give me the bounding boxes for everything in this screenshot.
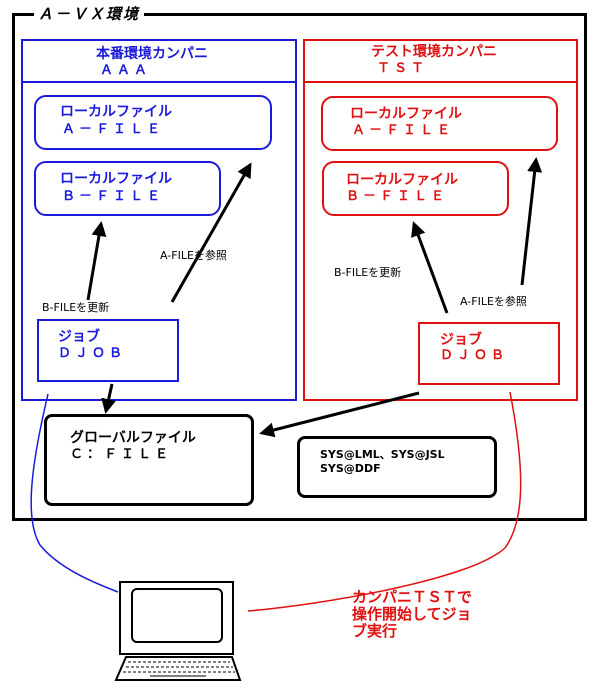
global-file-label: グローバルファイル: [70, 430, 196, 446]
test-b-file-box: [322, 161, 509, 216]
test-company-panel: [303, 39, 578, 401]
terminal-computer: [114, 581, 242, 681]
system-files-box: [297, 436, 497, 498]
test-a-file-label: ローカルファイル: [350, 106, 462, 122]
system-files-line1: SYS@LML、SYS@JSL: [320, 448, 445, 461]
test-a-file-box: [321, 96, 558, 151]
environment-container: [12, 13, 587, 521]
prod-b-file-box: [34, 161, 221, 216]
test-b-file-name: Ｂ－ＦＩＬＥ: [346, 189, 449, 204]
environment-title: Ａ－ＶＸ環境: [34, 7, 145, 22]
test-job-name: ＤＪＯＢ: [440, 348, 509, 363]
prod-a-file-name: Ａ－ＦＩＬＥ: [62, 122, 165, 137]
test-job-box: [418, 322, 560, 385]
test-update-b-label: B-FILEを更新: [334, 266, 402, 279]
annotation-line1: カンパニＴＳＴで: [352, 588, 473, 606]
test-job-to-global-arrow: [259, 391, 420, 438]
test-terminal-connector: [247, 391, 522, 612]
prod-a-file-box: [34, 95, 272, 150]
test-b-file-label: ローカルファイル: [346, 172, 458, 188]
global-file-name: Ｃ：ＦＩＬＥ: [70, 447, 173, 462]
prod-job-to-global-arrow: [101, 383, 116, 414]
global-file-box: [44, 414, 254, 506]
annotation-line3: ブ実行: [352, 622, 398, 640]
test-company-title: テスト環境カンパニ: [371, 44, 497, 60]
annotation-line2: 操作開始してジョ: [352, 605, 472, 623]
system-files-line2: SYS@DDF: [320, 462, 381, 475]
prod-job-label: ジョブ: [58, 329, 100, 345]
test-ref-a-arrow: [520, 157, 543, 286]
prod-company-panel: [21, 39, 297, 401]
test-job-label: ジョブ: [440, 332, 482, 348]
prod-b-file-label: ローカルファイル: [60, 171, 172, 187]
prod-job-box: [37, 319, 179, 382]
test-update-b-arrow: [411, 221, 449, 314]
test-ref-a-label: A-FILEを参照: [460, 295, 527, 308]
prod-update-b-label: B-FILEを更新: [42, 301, 110, 314]
prod-ref-a-label: A-FILEを参照: [160, 249, 227, 262]
prod-company-code: ＡＡＡ: [100, 63, 152, 78]
test-a-file-name: Ａ－ＦＩＬＥ: [352, 123, 455, 138]
prod-a-file-label: ローカルファイル: [60, 104, 172, 120]
prod-company-header-divider: [21, 81, 297, 83]
prod-company-title: 本番環境カンパニ: [96, 46, 208, 62]
prod-job-name: ＤＪＯＢ: [58, 346, 127, 361]
prod-terminal-connector: [30, 393, 119, 593]
terminal-keyboard: [114, 656, 242, 681]
test-company-code: ＴＳＴ: [377, 61, 429, 76]
prod-b-file-name: Ｂ－ＦＩＬＥ: [62, 189, 165, 204]
terminal-screen: [131, 588, 223, 643]
test-company-header-divider: [303, 81, 578, 83]
prod-ref-a-arrow: [170, 162, 252, 303]
prod-update-b-arrow: [86, 221, 107, 301]
